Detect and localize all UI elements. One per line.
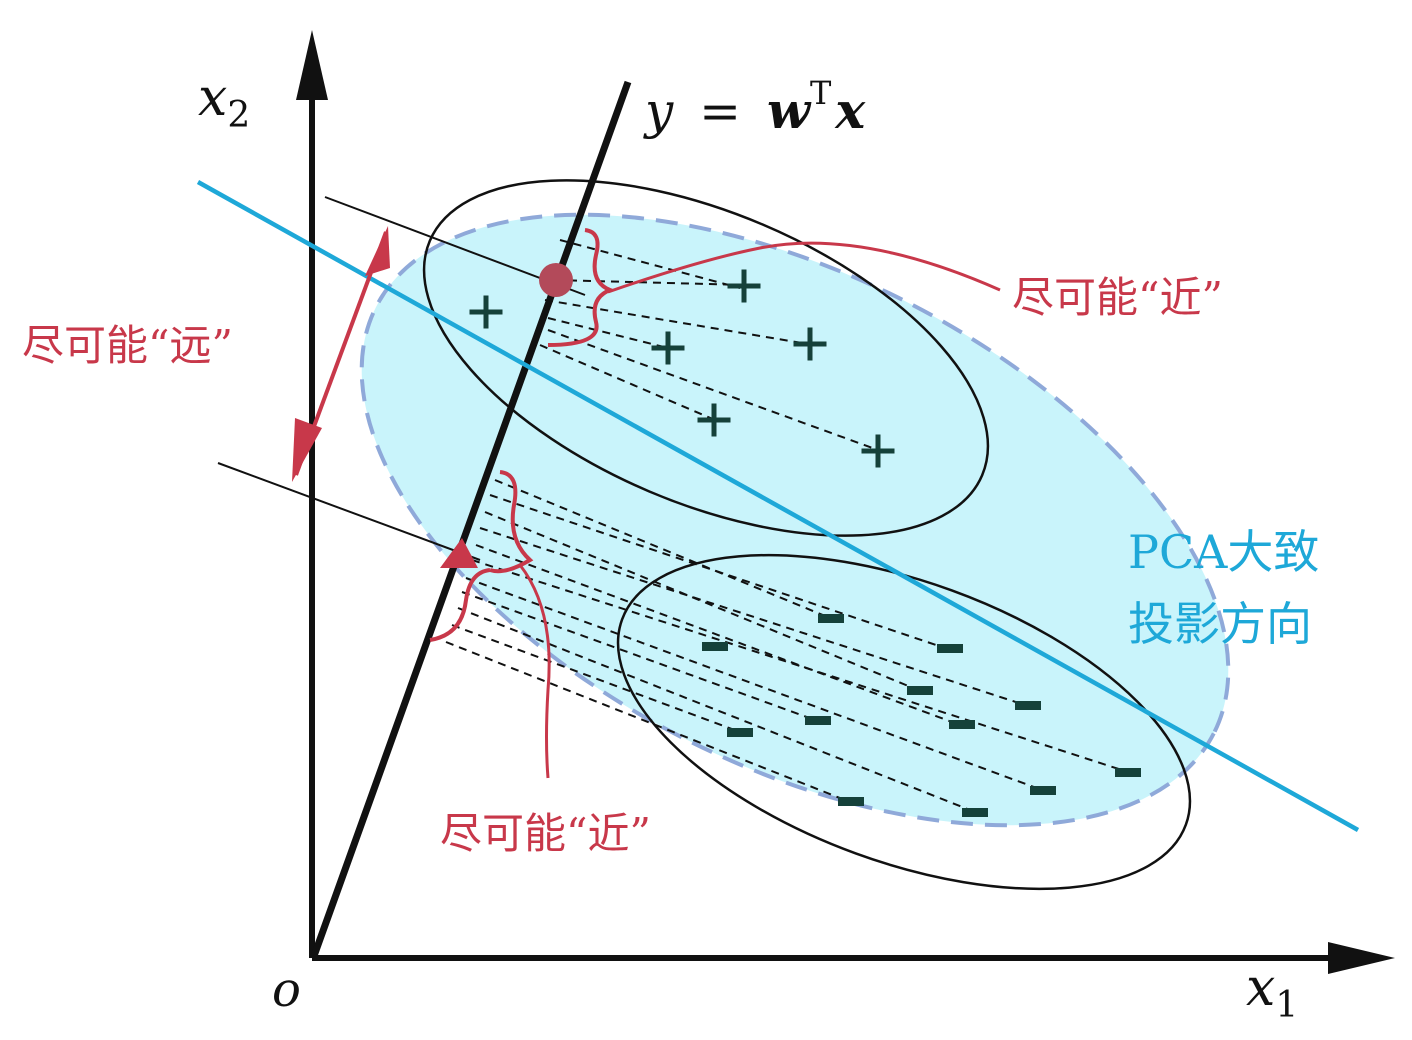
pca-annotation-line2: 投影方向 — [1128, 597, 1312, 651]
positive-marker — [697, 403, 731, 437]
near-top-annotation: 尽可能“近” — [1012, 273, 1223, 322]
projection-line — [310, 80, 632, 958]
positive-marker — [651, 331, 685, 365]
negative-marker — [838, 797, 864, 806]
negative-marker — [805, 716, 831, 725]
negative-marker — [1015, 701, 1041, 710]
x2-axis-arrowhead — [296, 30, 328, 100]
projection-point-triangle — [440, 538, 478, 568]
negative-class-ellipse — [616, 553, 1192, 891]
projected-mean-point — [539, 263, 573, 297]
projection-line-label: y = wTx — [643, 74, 866, 140]
pca-annotation-line1: PCA大致 — [1128, 525, 1319, 579]
positive-projection-lines — [539, 239, 879, 451]
near-bottom-annotation: 尽可能“近” — [440, 809, 651, 858]
origin-label: o — [272, 962, 301, 1018]
negative-marker — [949, 720, 975, 729]
positive-marker — [469, 295, 503, 329]
near-bottom-leader — [518, 564, 551, 779]
negative-marker — [727, 728, 753, 737]
lower-boundary-line — [217, 462, 481, 561]
negative-projection-lines — [445, 479, 1129, 813]
positive-marker — [861, 434, 895, 468]
near-top-leader — [607, 241, 1001, 294]
positive-class-ellipse — [422, 179, 990, 537]
negative-marker — [702, 642, 728, 651]
positive-marker — [793, 327, 827, 361]
pca-direction-line — [196, 180, 1360, 832]
x1-axis-arrowhead — [1328, 942, 1395, 974]
far-annotation: 尽可能“远” — [22, 321, 233, 370]
x2-axis-label: x2 — [198, 68, 250, 136]
far-arrow-head-top — [365, 226, 390, 276]
x1-axis-label: x1 — [1246, 958, 1298, 1026]
negative-marker — [1030, 786, 1056, 795]
negative-marker — [907, 686, 933, 695]
positive-markers — [469, 269, 895, 468]
brace-lower-left — [429, 568, 491, 642]
far-arrow-head-bottom — [292, 418, 322, 482]
pca-data-ellipse — [359, 212, 1231, 828]
negative-marker — [937, 644, 963, 653]
negative-marker — [818, 614, 844, 623]
negative-markers — [702, 614, 1141, 817]
positive-marker — [727, 269, 761, 303]
negative-marker — [962, 808, 988, 817]
brace-lower — [489, 470, 534, 574]
negative-marker — [1115, 768, 1141, 777]
